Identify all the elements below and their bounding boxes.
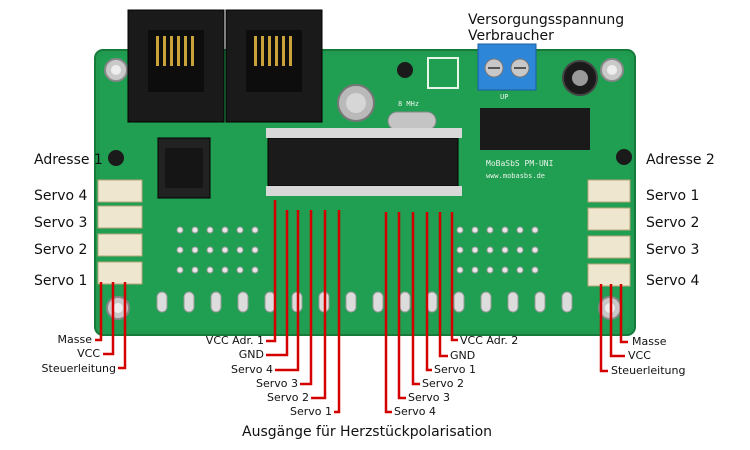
supply-label-line2: Verbraucher	[468, 28, 554, 44]
center-right-servo-4: Servo 4	[394, 405, 437, 418]
servo-headers-left	[97, 179, 143, 285]
center-right-servo-3: Servo 3	[408, 391, 451, 404]
left-label-servo-4: Servo 4	[34, 188, 88, 204]
center-right-vcc-adr2: VCC Adr. 2	[460, 334, 519, 347]
silk-crystal: 8 MHz	[398, 100, 419, 108]
center-left-gnd: GND	[238, 348, 264, 361]
silk-url: www.mobasbs.de	[486, 172, 545, 180]
leader-lines	[95, 200, 628, 414]
regulator	[480, 108, 590, 150]
right-label-servo-1: Servo 1	[646, 188, 700, 204]
solder-pads	[176, 226, 539, 274]
outputs-caption: Ausgänge für Herzstückpolarisation	[242, 424, 493, 440]
right-pin-steuerleitung: Steuerleitung	[611, 364, 686, 377]
supply-label-line1: Versorgungsspannung	[468, 12, 625, 28]
center-right-servo-1: Servo 1	[434, 363, 477, 376]
silk-terminal: UP	[500, 93, 508, 101]
right-pin-vcc: VCC	[628, 349, 651, 362]
servo-headers-right	[587, 179, 631, 287]
left-label-servo-2: Servo 2	[34, 242, 88, 258]
center-left-servo-2: Servo 2	[266, 391, 309, 404]
capacitors	[108, 60, 632, 166]
right-pin-masse: Masse	[632, 335, 667, 348]
center-right-servo-2: Servo 2	[422, 377, 465, 390]
mounting-holes	[104, 58, 624, 320]
center-left-servo-3: Servo 3	[255, 377, 298, 390]
pcb-logo	[427, 57, 459, 89]
center-left-servo-4: Servo 4	[230, 363, 273, 376]
ics	[157, 128, 462, 199]
left-label-adresse: Adresse 1	[34, 152, 103, 168]
left-pin-vcc: VCC	[77, 347, 100, 360]
center-left-vcc-adr1: VCC Adr. 1	[205, 334, 264, 347]
right-label-servo-3: Servo 3	[646, 242, 700, 258]
left-label-servo-1: Servo 1	[34, 273, 88, 289]
left-pin-steuerleitung: Steuerleitung	[41, 362, 116, 375]
crystal	[387, 111, 437, 131]
rj-jacks	[127, 9, 323, 123]
right-label-adresse: Adresse 2	[646, 152, 715, 168]
left-pin-masse: Masse	[57, 333, 92, 346]
silk-brand: MoBaSbS PM-UNI	[486, 159, 554, 168]
center-left-servo-1: Servo 1	[289, 405, 332, 418]
right-label-servo-2: Servo 2	[646, 215, 700, 231]
left-label-servo-3: Servo 3	[34, 215, 88, 231]
terminal-block	[477, 43, 537, 91]
center-right-gnd: GND	[450, 349, 476, 362]
right-label-servo-4: Servo 4	[646, 273, 700, 289]
